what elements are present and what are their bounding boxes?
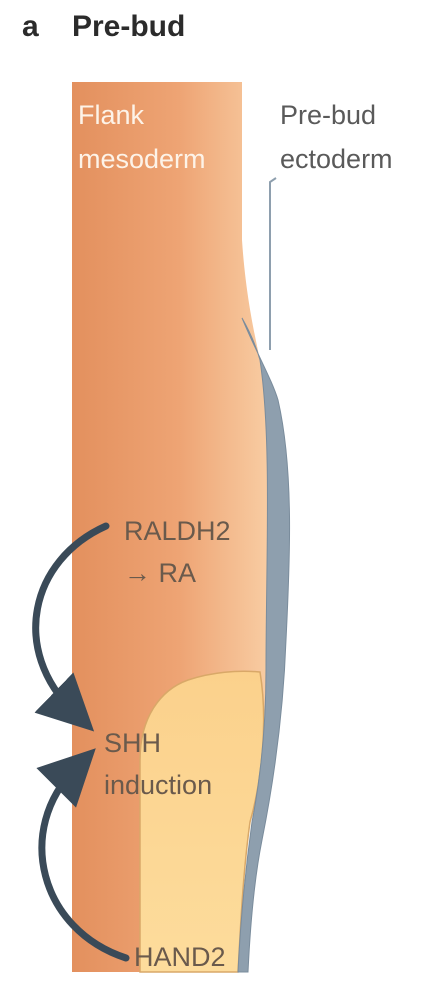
panel-letter: a bbox=[22, 10, 39, 43]
hand2-label: HAND2 bbox=[134, 942, 226, 972]
raldh2-label: RALDH2 bbox=[124, 516, 231, 546]
ectoderm-label-line2: ectoderm bbox=[280, 144, 393, 174]
flank-mesoderm-label-line1: Flank bbox=[78, 100, 145, 130]
ectoderm-leader-line bbox=[270, 178, 276, 350]
ectoderm-label-line1: Pre-bud bbox=[280, 100, 376, 130]
retinoic-acid-label: → RA bbox=[124, 558, 196, 588]
shh-induction-label: induction bbox=[104, 770, 212, 800]
panel-title: Pre-bud bbox=[72, 10, 185, 43]
flank-mesoderm-label-line2: mesoderm bbox=[78, 144, 206, 174]
shh-label: SHH bbox=[104, 728, 161, 758]
